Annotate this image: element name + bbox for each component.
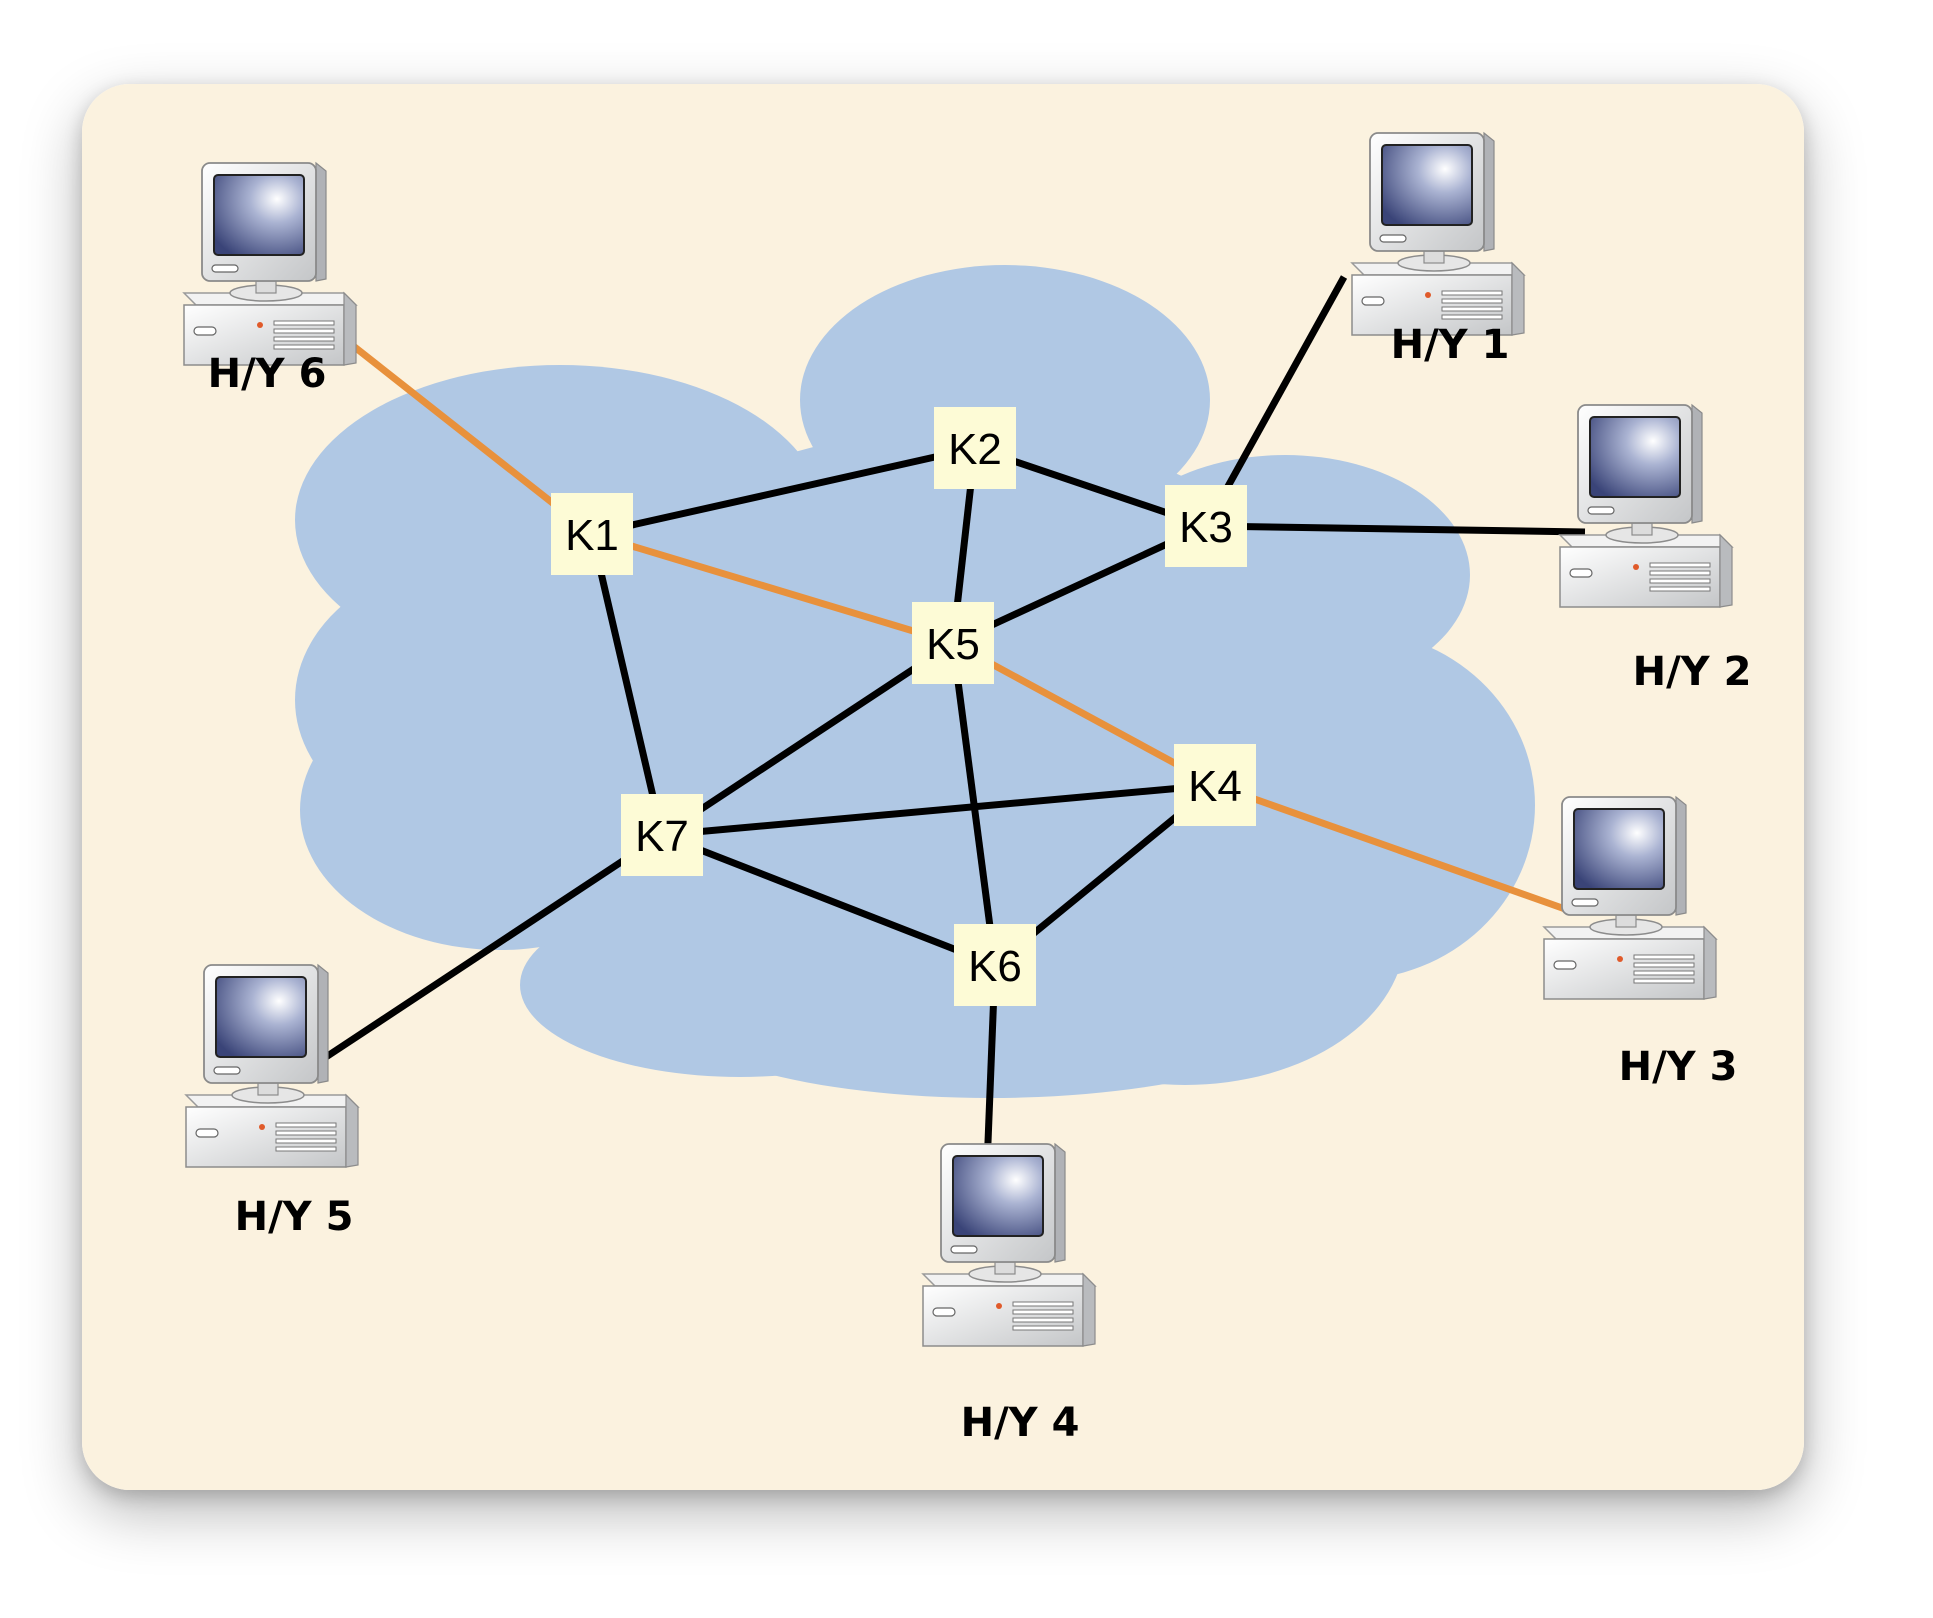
host-h3[interactable]: H/Y 3	[1543, 796, 1738, 1090]
link-k5-k7	[660, 640, 955, 838]
router-k7[interactable]: K7	[621, 794, 703, 876]
link-k5-k4	[951, 639, 1217, 789]
host-label: H/Y 4	[961, 1400, 1080, 1446]
hosts-layer: H/Y 1 H/Y 2 H/Y 3 H/Y 4 H/Y 5 H/Y 6	[183, 132, 1752, 1446]
link-k3-k5	[951, 522, 1208, 647]
link-k1-k2	[591, 444, 976, 538]
router-k1[interactable]: K1	[551, 493, 633, 575]
host-label: H/Y 2	[1633, 649, 1752, 695]
router-label: K5	[926, 620, 980, 669]
router-k4[interactable]: K4	[1174, 744, 1256, 826]
router-k3[interactable]: K3	[1165, 485, 1247, 567]
host-label: H/Y 3	[1619, 1044, 1738, 1090]
router-label: K1	[565, 511, 619, 560]
link-k4-h3	[1213, 781, 1567, 913]
link-k1-k5	[590, 530, 955, 647]
router-k5[interactable]: K5	[912, 602, 994, 684]
router-box	[621, 794, 703, 876]
link-k7-h5	[324, 832, 664, 1060]
link-k3-h2	[1205, 522, 1586, 536]
router-box	[954, 924, 1036, 1006]
link-k1-h6	[330, 327, 595, 537]
host-label: H/Y 6	[208, 351, 327, 397]
router-box	[1174, 744, 1256, 826]
link-k7-k6	[660, 831, 997, 969]
host-label: H/Y 1	[1391, 322, 1510, 368]
router-label: K3	[1179, 503, 1233, 552]
host-h2[interactable]: H/Y 2	[1559, 404, 1752, 695]
router-box	[551, 493, 633, 575]
host-h5[interactable]: H/Y 5	[185, 964, 359, 1240]
router-label: K4	[1188, 762, 1242, 811]
link-k1-k7	[588, 533, 666, 836]
link-k7-k4	[661, 781, 1216, 839]
host-h4[interactable]: H/Y 4	[922, 1143, 1096, 1446]
router-label: K6	[968, 942, 1022, 991]
router-label: K2	[948, 425, 1002, 474]
router-k6[interactable]: K6	[954, 924, 1036, 1006]
link-k3-h1	[1202, 275, 1348, 528]
router-box	[912, 602, 994, 684]
host-h1[interactable]: H/Y 1	[1351, 132, 1525, 368]
router-box	[1165, 485, 1247, 567]
router-label: K7	[635, 812, 689, 861]
host-label: H/Y 5	[235, 1194, 354, 1240]
router-k2[interactable]: K2	[934, 407, 1016, 489]
router-box	[934, 407, 1016, 489]
host-h6[interactable]: H/Y 6	[183, 162, 357, 397]
